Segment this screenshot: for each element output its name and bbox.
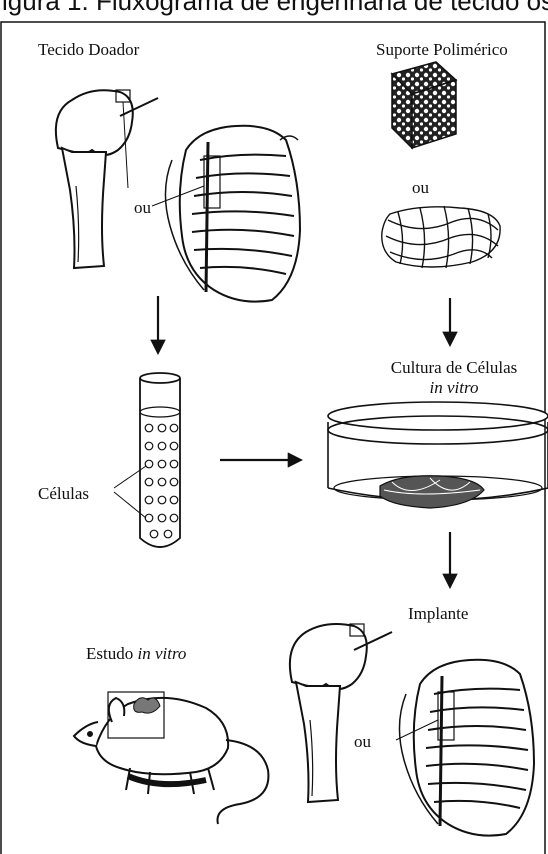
label-or-donor: ou — [134, 198, 151, 218]
flow-arrows — [158, 296, 450, 586]
cells-pointer-lines — [114, 466, 146, 518]
scaffold-in-dish — [380, 476, 484, 508]
label-cell-culture-line2: in vitro — [360, 378, 548, 398]
label-study-prefix: Estudo — [86, 644, 137, 663]
label-donor-tissue: Tecido Doador — [38, 40, 139, 60]
fiber-mesh-scaffold — [382, 206, 500, 268]
label-study-italic: in vitro — [137, 644, 186, 663]
rat-drawing — [74, 692, 268, 824]
label-study-in-vitro: Estudo in vitro — [86, 644, 186, 664]
label-polymer-scaffold: Suporte Polimérico — [376, 40, 508, 60]
donor-ribcage-drawing — [152, 126, 300, 302]
label-or-implant: ou — [354, 732, 371, 752]
label-cells: Células — [38, 484, 89, 504]
implant-knee-bone-drawing — [290, 624, 392, 802]
cell-dots — [145, 424, 178, 538]
label-implant: Implante — [408, 604, 468, 624]
donor-knee-bone-drawing — [56, 90, 158, 268]
label-or-scaffold: ou — [412, 178, 429, 198]
label-cell-culture-line1: Cultura de Células — [360, 358, 548, 378]
label-cell-culture: Cultura de Células in vitro — [360, 358, 548, 398]
foam-scaffold-cube — [392, 62, 456, 148]
implant-ribcage-drawing — [396, 660, 534, 836]
